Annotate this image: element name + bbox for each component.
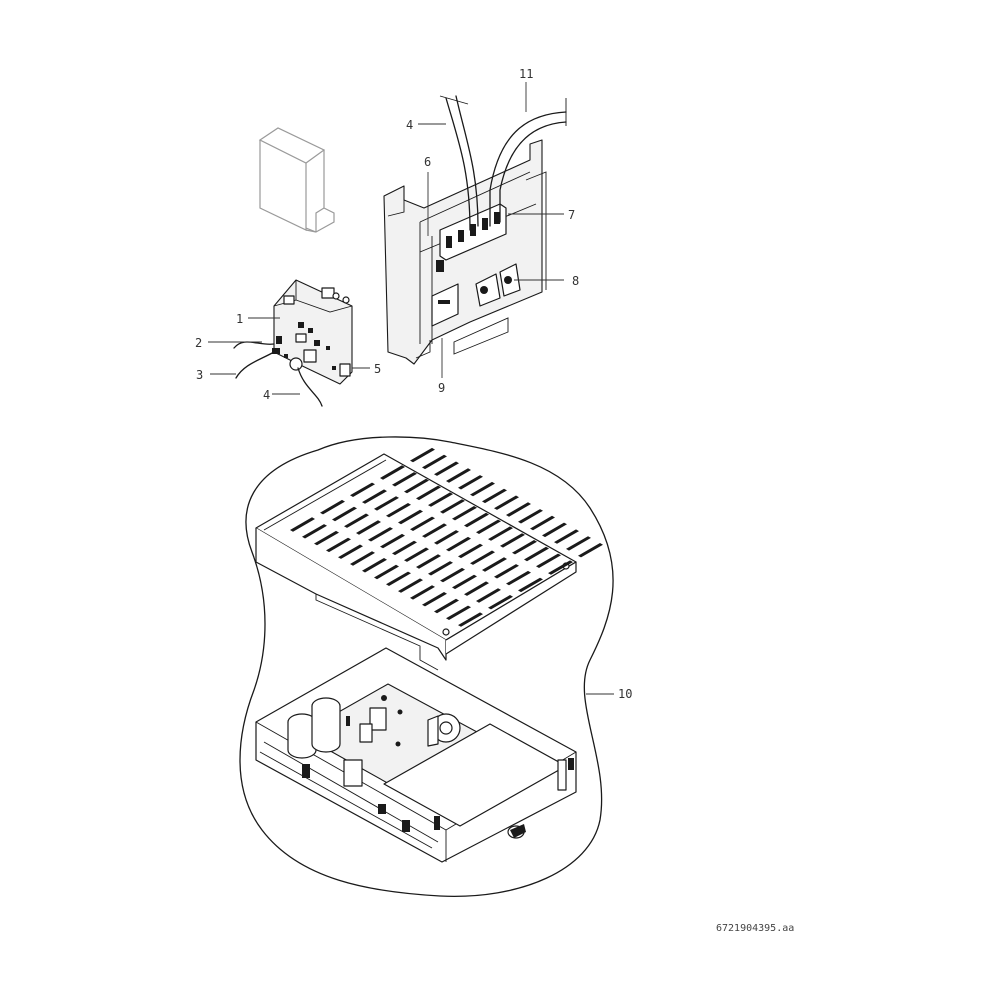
vent-slot bbox=[446, 468, 471, 483]
vent-slot bbox=[422, 523, 447, 538]
vent-slots bbox=[290, 447, 603, 627]
vent-slot bbox=[362, 558, 387, 573]
vent-slot bbox=[548, 560, 573, 575]
callout-1: 1 bbox=[236, 312, 243, 326]
vent-slot bbox=[500, 533, 525, 548]
vent-slot bbox=[494, 495, 519, 510]
vent-slot bbox=[428, 561, 453, 576]
vent-slot bbox=[344, 513, 369, 528]
vent-slot bbox=[488, 595, 513, 610]
vent-slot bbox=[434, 530, 459, 545]
vent-slot bbox=[302, 524, 327, 539]
vent-slot bbox=[350, 482, 375, 497]
vent-slot bbox=[476, 588, 501, 603]
vent-slot bbox=[404, 478, 429, 494]
callout-2: 2 bbox=[195, 336, 202, 350]
terminal-bracket-assembly bbox=[383, 95, 567, 365]
vent-slot bbox=[488, 526, 513, 541]
vent-slot bbox=[524, 546, 549, 562]
callout-8: 8 bbox=[572, 274, 579, 288]
callout-4-upper: 4 bbox=[406, 118, 413, 132]
vent-slot bbox=[458, 475, 483, 490]
control-board-assembly bbox=[233, 279, 353, 407]
vent-slot bbox=[380, 465, 405, 480]
vent-slot bbox=[458, 543, 483, 559]
vent-slot bbox=[410, 585, 435, 600]
drawing-reference: 6721904395.aa bbox=[716, 923, 794, 934]
vent-slot bbox=[314, 530, 339, 546]
vented-lid bbox=[255, 447, 603, 671]
vent-slot bbox=[518, 509, 543, 524]
vent-slot bbox=[386, 503, 411, 518]
callout-7: 7 bbox=[568, 208, 575, 222]
vent-slot bbox=[434, 461, 459, 476]
vent-slot bbox=[320, 499, 345, 515]
vent-slot bbox=[332, 506, 357, 522]
callout-11: 11 bbox=[519, 67, 533, 81]
vent-slot bbox=[416, 485, 441, 501]
vent-slot bbox=[374, 564, 399, 580]
callout-4-lower: 4 bbox=[263, 388, 270, 402]
vent-slot bbox=[392, 540, 417, 556]
vent-slot bbox=[494, 564, 519, 579]
vent-slot bbox=[380, 533, 405, 549]
vent-slot bbox=[422, 592, 447, 607]
vent-slot bbox=[368, 527, 393, 542]
vent-slot bbox=[398, 509, 423, 525]
control-box-base bbox=[255, 647, 577, 863]
leader-lines bbox=[208, 82, 614, 695]
vent-slot bbox=[434, 598, 459, 614]
vent-slot bbox=[536, 553, 561, 568]
vent-slot bbox=[464, 512, 489, 528]
vent-slot bbox=[410, 516, 435, 531]
vent-slot bbox=[458, 612, 483, 627]
vent-slot bbox=[506, 570, 531, 586]
vent-slot bbox=[326, 537, 351, 553]
callout-5: 5 bbox=[374, 362, 381, 376]
assembly-outline bbox=[239, 436, 614, 898]
vent-slot bbox=[356, 520, 381, 535]
vent-slot bbox=[578, 543, 603, 558]
callout-9: 9 bbox=[438, 381, 445, 395]
vent-slot bbox=[386, 571, 411, 586]
vent-slot bbox=[362, 489, 387, 504]
vent-slot bbox=[440, 499, 465, 514]
vent-slot bbox=[404, 547, 429, 562]
vent-slot bbox=[482, 557, 507, 572]
vent-slot bbox=[416, 554, 441, 569]
vent-slot bbox=[410, 447, 435, 463]
vent-slot bbox=[452, 574, 477, 590]
vent-slot bbox=[398, 578, 423, 593]
vent-slot bbox=[482, 488, 507, 504]
callout-6: 6 bbox=[424, 155, 431, 169]
vent-slot bbox=[452, 506, 477, 521]
vent-slot bbox=[464, 581, 489, 596]
vent-slot bbox=[554, 529, 579, 544]
vent-slot bbox=[470, 550, 495, 565]
vent-slot bbox=[470, 481, 495, 497]
vent-slot bbox=[518, 577, 543, 593]
vent-slot bbox=[512, 540, 537, 555]
vent-slot bbox=[506, 502, 531, 517]
vent-slot bbox=[542, 522, 567, 538]
vent-slot bbox=[392, 472, 417, 487]
cover-bracket bbox=[258, 127, 335, 233]
vent-slot bbox=[440, 567, 465, 583]
vent-slot bbox=[338, 544, 363, 559]
callout-3: 3 bbox=[196, 368, 203, 382]
vent-slot bbox=[290, 517, 315, 532]
vent-slot bbox=[374, 496, 399, 511]
callout-10: 10 bbox=[618, 687, 632, 701]
vent-slot bbox=[350, 551, 375, 566]
vent-slot bbox=[428, 492, 453, 507]
vent-slot bbox=[446, 605, 471, 620]
vent-slot bbox=[446, 536, 471, 552]
vent-slot bbox=[566, 536, 591, 551]
vent-slot bbox=[422, 454, 447, 470]
vent-slot bbox=[530, 515, 555, 531]
vent-slot bbox=[476, 519, 501, 534]
